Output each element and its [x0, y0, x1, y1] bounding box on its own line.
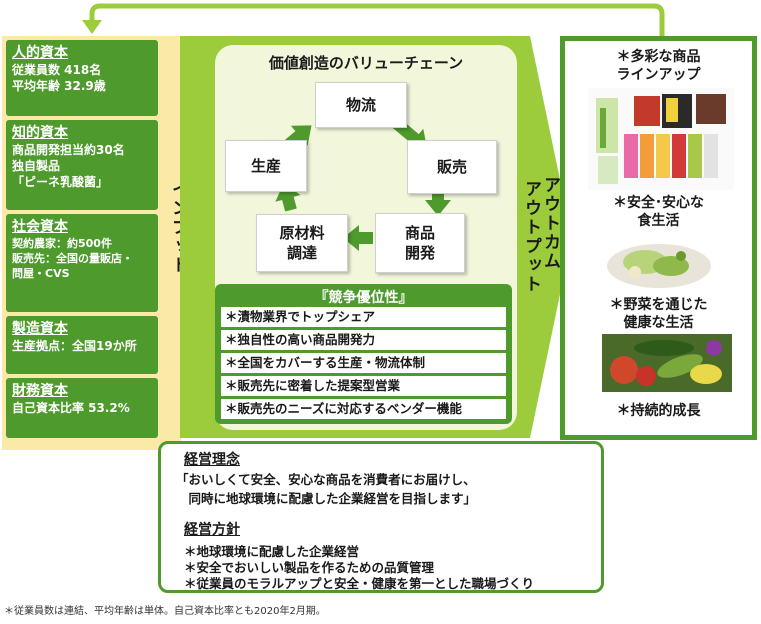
philosophy-line: 同時に地球環境に配慮した企業経営を目指します」 [176, 491, 477, 506]
advantage-item: ＊全国をカバーする生産・物流体制 [221, 353, 506, 373]
advantage-item: ＊販売先に密着した提案型営業 [221, 376, 506, 396]
outcome-safe-diet: ＊安全･安心な 食生活 [613, 195, 704, 229]
node-distribution: 物流 [315, 82, 407, 128]
feedback-loop-arrow [82, 3, 665, 38]
philosophy-heading: 経営理念 [184, 452, 240, 468]
original-product: 独自製品 [12, 159, 61, 173]
policy-item: ＊従業員のモラルアップと安全・健康を第一とした職場づくり [184, 576, 535, 591]
node-sales: 販売 [407, 140, 497, 194]
human-capital: 人的資本 従業員数 418名 平均年齢 32.9歳 [6, 40, 158, 116]
safe-food-image [607, 244, 711, 288]
policy-item: ＊地球環境に配慮した企業経営 [184, 544, 360, 559]
outcome-label: アウトカム [540, 176, 560, 271]
footnote: ＊従業員数は連結、平均年齢は単体。自己資本比率とも2020年2月期。 [4, 606, 326, 617]
outcome-healthy-life: ＊野菜を通じた 健康な生活 [609, 297, 708, 331]
average-age: 平均年齢 32.9歳 [12, 79, 106, 93]
advantage-item: ＊独自性の高い商品開発力 [221, 330, 506, 350]
manufacturing-capital-heading: 製造資本 [12, 321, 68, 337]
policy-item: ＊安全でおいしい製品を作るための品質管理 [184, 560, 435, 575]
arrow-development-to-procurement [343, 225, 373, 251]
financial-capital: 財務資本 自己資本比率 53.2% [6, 378, 158, 438]
sales-channels: 販売先：全国の量販店・ [12, 252, 133, 265]
value-chain-title: 価値創造のバリューチェーン [268, 54, 464, 72]
intellectual-capital: 知的資本 商品開発担当約30名 独自製品 「ピーネ乳酸菌」 [6, 120, 158, 210]
contract-farmers: 契約農家：約500件 [12, 237, 112, 250]
equity-ratio: 自己資本比率 53.2% [12, 401, 130, 415]
policy-heading: 経営方針 [184, 522, 240, 538]
intellectual-capital-heading: 知的資本 [12, 125, 68, 141]
outcome-sustainable-growth: ＊持続的成長 [616, 403, 701, 419]
production-bases: 生産拠点：全国19か所 [12, 339, 137, 353]
advantage-item: ＊販売先のニーズに対応するベンダー機能 [221, 399, 506, 419]
product-developers: 商品開発担当約30名 [12, 143, 125, 157]
manufacturing-capital: 製造資本 生産拠点：全国19か所 [6, 316, 158, 374]
philosophy-line: 「おいしくて安全、安心な商品を消費者にお届けし、 [176, 472, 476, 487]
financial-capital-heading: 財務資本 [12, 383, 68, 399]
node-procurement: 原材料 調達 [256, 214, 348, 272]
management-box [158, 441, 604, 593]
sales-channels-cont: 問屋・CVS [12, 267, 70, 280]
social-capital-heading: 社会資本 [12, 219, 68, 235]
node-production: 生産 [225, 140, 307, 192]
human-capital-heading: 人的資本 [12, 45, 68, 61]
node-product-development: 商品 開発 [375, 213, 465, 273]
product-lineup-image [588, 88, 734, 190]
advantage-item: ＊漬物業界でトップシェア [221, 307, 506, 327]
vegetables-image [602, 334, 732, 392]
output-label: アウトプット [521, 180, 541, 294]
pine-lactobacillus: 「ピーネ乳酸菌」 [12, 175, 109, 189]
social-capital: 社会資本 契約農家：約500件 販売先：全国の量販店・ 問屋・CVS [6, 214, 158, 312]
outcome-product-lineup: ＊多彩な商品 ラインアップ [616, 49, 701, 83]
competitive-advantage-title: 『競争優位性』 [314, 290, 413, 306]
employee-count: 従業員数 418名 [12, 63, 102, 77]
arrow-sales-to-development [425, 180, 451, 216]
